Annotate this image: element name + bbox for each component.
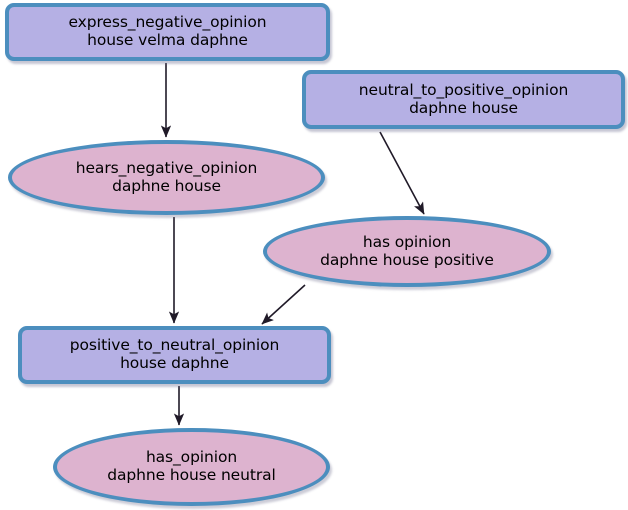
edge-has-positive-to-positive-to-neutral <box>261 284 306 325</box>
node-positive-to-neutral-opinion[interactable]: positive_to_neutral_opinion house daphne <box>18 326 331 384</box>
node-has-opinion-positive[interactable]: has opinion daphne house positive <box>263 216 551 287</box>
edge-neutral-to-has-positive <box>379 131 425 215</box>
node-hears-negative-opinion[interactable]: hears_negative_opinion daphne house <box>8 140 325 215</box>
node-label: hears_negative_opinion daphne house <box>75 158 258 195</box>
node-label: has opinion daphne house positive <box>320 232 494 269</box>
node-label: positive_to_neutral_opinion house daphne <box>69 336 280 372</box>
node-neutral-to-positive-opinion[interactable]: neutral_to_positive_opinion daphne house <box>302 70 625 129</box>
node-label: has_opinion daphne house neutral <box>107 448 276 484</box>
node-label: express_negative_opinion house velma dap… <box>68 13 267 49</box>
node-label: neutral_to_positive_opinion daphne house <box>358 80 569 117</box>
node-has-opinion-neutral[interactable]: has_opinion daphne house neutral <box>53 428 330 506</box>
node-express-negative-opinion[interactable]: express_negative_opinion house velma dap… <box>5 3 330 61</box>
